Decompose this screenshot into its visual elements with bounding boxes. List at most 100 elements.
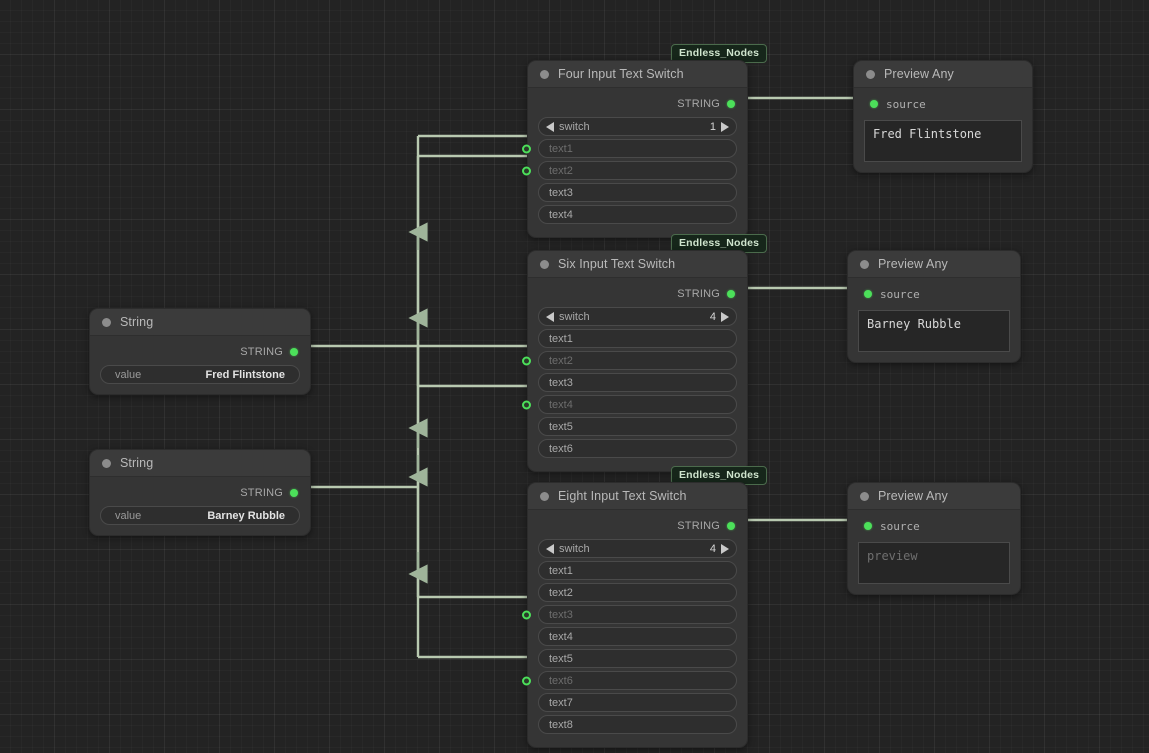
node-title: Four Input Text Switch xyxy=(558,67,684,81)
output-label: STRING xyxy=(240,346,283,358)
input-slot-text2[interactable]: text2 xyxy=(538,583,737,602)
input-slot-label: text8 xyxy=(549,718,573,731)
output-port-dot[interactable] xyxy=(290,489,298,497)
input-slot-text4[interactable]: text4 xyxy=(522,395,737,414)
input-slot-label: text4 xyxy=(549,208,573,221)
input-port-dot[interactable] xyxy=(522,676,531,685)
input-slot-text4[interactable]: text4 xyxy=(538,205,737,224)
value-field[interactable]: value Fred Flintstone xyxy=(100,365,300,384)
input-slot-text2[interactable]: text2 xyxy=(522,351,737,370)
node-header[interactable]: Six Input Text Switch xyxy=(528,251,747,278)
input-port-dot[interactable] xyxy=(870,100,878,108)
input-slot-label: text4 xyxy=(549,398,573,411)
preview-text-box[interactable]: Barney Rubble xyxy=(858,310,1010,352)
node-collapse-icon[interactable] xyxy=(860,259,869,269)
chevron-left-icon[interactable] xyxy=(546,311,554,322)
output-row-string[interactable]: STRING xyxy=(538,516,737,536)
input-slot-text3[interactable]: text3 xyxy=(522,605,737,624)
input-slot-label: text2 xyxy=(549,354,573,367)
input-slot-text5[interactable]: text5 xyxy=(538,649,737,668)
input-port-dot[interactable] xyxy=(522,400,531,409)
node-eight-input-text-switch[interactable]: Eight Input Text Switch STRING switch 4 … xyxy=(522,482,748,748)
node-header[interactable]: Preview Any xyxy=(848,483,1020,510)
node-string-two[interactable]: String STRING value Barney Rubble xyxy=(89,449,311,536)
input-port-dot[interactable] xyxy=(522,144,531,153)
input-slot-text4[interactable]: text4 xyxy=(538,627,737,646)
switch-value: 4 xyxy=(709,542,716,555)
node-header[interactable]: Preview Any xyxy=(848,251,1020,278)
input-slot-text3[interactable]: text3 xyxy=(538,373,737,392)
switch-label: switch xyxy=(559,542,590,555)
switch-stepper[interactable]: switch 1 xyxy=(538,117,737,136)
node-header[interactable]: Preview Any xyxy=(854,61,1032,88)
node-preview-any-three[interactable]: Preview Any source preview xyxy=(847,482,1021,595)
node-header[interactable]: Eight Input Text Switch xyxy=(528,483,747,510)
node-body: STRING switch 4 text1 text2 text3 text4 … xyxy=(522,510,747,747)
input-row-source[interactable]: source xyxy=(864,94,1022,114)
input-slot-label: text3 xyxy=(549,186,573,199)
input-port-dot[interactable] xyxy=(522,610,531,619)
node-collapse-icon[interactable] xyxy=(540,259,549,269)
node-collapse-icon[interactable] xyxy=(102,317,111,327)
preview-text-box[interactable]: preview xyxy=(858,542,1010,584)
node-header[interactable]: Four Input Text Switch xyxy=(528,61,747,88)
output-port-dot[interactable] xyxy=(727,100,735,108)
input-slot-text1[interactable]: text1 xyxy=(522,139,737,158)
chevron-right-icon[interactable] xyxy=(721,121,729,132)
switch-label: switch xyxy=(559,120,590,133)
output-port-dot[interactable] xyxy=(727,522,735,530)
node-collapse-icon[interactable] xyxy=(540,491,549,501)
value-field-label: value xyxy=(115,509,142,522)
output-row-string[interactable]: STRING xyxy=(100,483,300,503)
output-port-dot[interactable] xyxy=(290,348,298,356)
input-port-dot[interactable] xyxy=(864,290,872,298)
output-label: STRING xyxy=(677,288,720,300)
node-title: Preview Any xyxy=(878,489,948,503)
chevron-right-icon[interactable] xyxy=(721,543,729,554)
input-slot-text8[interactable]: text8 xyxy=(538,715,737,734)
node-header[interactable]: String xyxy=(90,309,310,336)
switch-value: 1 xyxy=(709,120,716,133)
node-preview-any-one[interactable]: Preview Any source Fred Flintstone xyxy=(853,60,1033,173)
input-slot-text1[interactable]: text1 xyxy=(538,561,737,580)
node-body: STRING value Fred Flintstone xyxy=(90,336,310,394)
node-header[interactable]: String xyxy=(90,450,310,477)
input-port-dot[interactable] xyxy=(522,356,531,365)
input-slot-text7[interactable]: text7 xyxy=(538,693,737,712)
chevron-right-icon[interactable] xyxy=(721,311,729,322)
node-six-input-text-switch[interactable]: Six Input Text Switch STRING switch 4 te… xyxy=(522,250,748,472)
node-collapse-icon[interactable] xyxy=(102,458,111,468)
output-row-string[interactable]: STRING xyxy=(538,94,737,114)
input-row-source[interactable]: source xyxy=(858,516,1010,536)
chevron-left-icon[interactable] xyxy=(546,543,554,554)
chevron-left-icon[interactable] xyxy=(546,121,554,132)
node-collapse-icon[interactable] xyxy=(860,491,869,501)
output-row-string[interactable]: STRING xyxy=(100,342,300,362)
switch-stepper[interactable]: switch 4 xyxy=(538,307,737,326)
input-label: source xyxy=(880,287,920,301)
input-slot-text1[interactable]: text1 xyxy=(538,329,737,348)
node-collapse-icon[interactable] xyxy=(540,69,549,79)
switch-stepper[interactable]: switch 4 xyxy=(538,539,737,558)
node-title: Preview Any xyxy=(884,67,954,81)
input-slot-text3[interactable]: text3 xyxy=(538,183,737,202)
value-field-text: Fred Flintstone xyxy=(205,368,285,381)
input-slot-label: text5 xyxy=(549,652,573,665)
output-port-dot[interactable] xyxy=(727,290,735,298)
input-slot-text2[interactable]: text2 xyxy=(522,161,737,180)
node-preview-any-two[interactable]: Preview Any source Barney Rubble xyxy=(847,250,1021,363)
input-slot-text6[interactable]: text6 xyxy=(522,671,737,690)
input-slot-text5[interactable]: text5 xyxy=(538,417,737,436)
input-port-dot[interactable] xyxy=(864,522,872,530)
node-title: Six Input Text Switch xyxy=(558,257,676,271)
input-row-source[interactable]: source xyxy=(858,284,1010,304)
node-title: String xyxy=(120,315,154,329)
output-row-string[interactable]: STRING xyxy=(538,284,737,304)
input-port-dot[interactable] xyxy=(522,166,531,175)
node-four-input-text-switch[interactable]: Four Input Text Switch STRING switch 1 t… xyxy=(522,60,748,238)
value-field[interactable]: value Barney Rubble xyxy=(100,506,300,525)
preview-text-box[interactable]: Fred Flintstone xyxy=(864,120,1022,162)
node-string-one[interactable]: String STRING value Fred Flintstone xyxy=(89,308,311,395)
input-slot-text6[interactable]: text6 xyxy=(538,439,737,458)
node-collapse-icon[interactable] xyxy=(866,69,875,79)
